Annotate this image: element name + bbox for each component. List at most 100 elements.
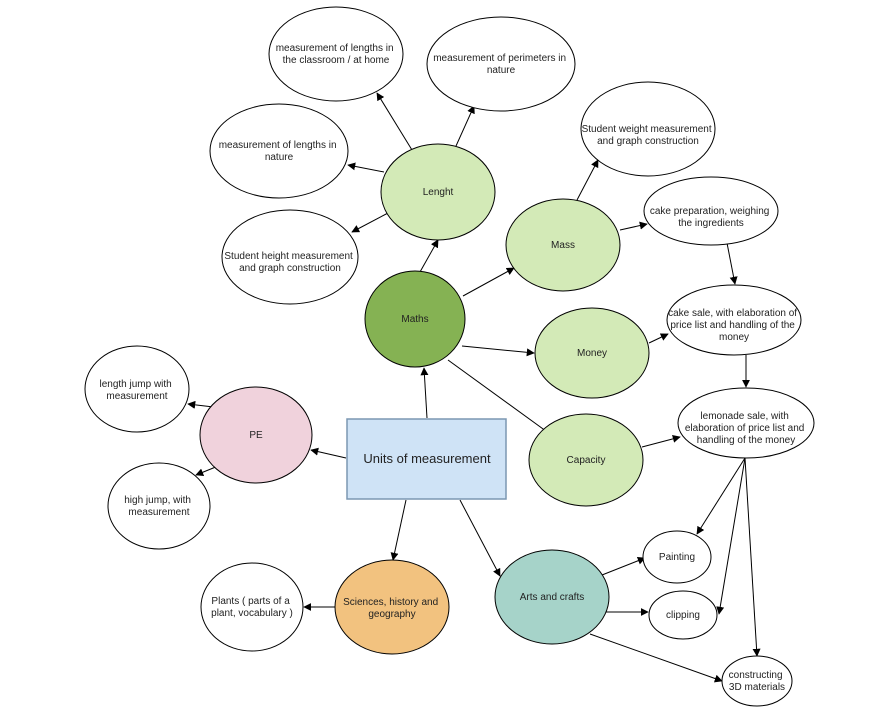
perimeters-line-1: measurement of perimeters in — [433, 53, 566, 64]
edge-mass-cake-prep — [619, 221, 648, 231]
sciences-shape — [334, 559, 450, 655]
perimeters-line-2: nature — [487, 65, 516, 76]
node-len-classroom[interactable]: measurement of lengths in the classroom … — [268, 6, 404, 102]
edge-arts-painting — [601, 556, 646, 576]
node-sciences[interactable]: Sciences, history and geography — [334, 559, 450, 655]
len-nature-line-1: measurement of lengths in — [219, 140, 337, 151]
node-len-nature[interactable]: measurement of lengths in nature — [209, 103, 349, 199]
height-line-2: and graph construction — [239, 263, 341, 274]
constructing-shape — [721, 655, 793, 707]
edge-lemonade-constructing — [744, 457, 761, 657]
perimeters-label: measurement of perimeters in nature — [433, 53, 569, 76]
length-jump-shape — [84, 345, 190, 433]
node-lenght[interactable]: Lenght — [380, 143, 496, 241]
len-nature-label: measurement of lengths in nature — [219, 140, 340, 163]
central-shape — [346, 418, 507, 500]
high-jump-line-1: high jump, with — [124, 495, 191, 506]
cake-prep-line-1: cake preparation, weighing — [650, 206, 770, 217]
edge-central-sciences — [390, 499, 407, 561]
constructing-line-2: 3D materials — [729, 682, 785, 693]
len-classroom-line-2: the classroom / at home — [283, 55, 390, 66]
arts-label: Arts and crafts — [520, 592, 584, 603]
plants-line-1: Plants ( parts of a — [211, 596, 290, 607]
cake-sale-label: cake sale, with elaboration of price lis… — [668, 308, 800, 343]
sciences-label: Sciences, history and geography — [343, 597, 441, 620]
weight-line-2: and graph construction — [597, 136, 699, 147]
edge-maths-lenght — [419, 239, 439, 273]
maths-label: Maths — [401, 314, 428, 325]
node-painting[interactable]: Painting — [642, 530, 712, 584]
edge-maths-money — [461, 345, 535, 357]
length-jump-label: length jump with measurement — [99, 379, 174, 402]
pe-shape — [199, 386, 313, 484]
constructing-label: constructing 3D materials — [729, 670, 786, 693]
node-perimeters[interactable]: measurement of perimeters in nature — [426, 16, 576, 112]
capacity-shape — [528, 413, 644, 507]
edge-central-maths — [420, 367, 429, 419]
edge-money-cake-sale — [648, 333, 669, 344]
edge-maths-capacity — [447, 359, 551, 435]
capacity-label: Capacity — [567, 455, 606, 466]
edge-mass-weight — [576, 159, 599, 201]
money-label: Money — [577, 348, 607, 359]
edge-lenght-height — [351, 212, 389, 233]
edge-lenght-classroom — [376, 92, 413, 151]
plants-label: Plants ( parts of a plant, vocabulary ) — [211, 596, 293, 619]
cake-sale-line-1: cake sale, with elaboration of — [668, 308, 797, 319]
node-money[interactable]: Money — [534, 307, 650, 399]
len-classroom-line-1: measurement of lengths in — [276, 43, 394, 54]
node-weight[interactable]: Student weight measurement and graph con… — [580, 81, 716, 177]
lemonade-label: lemonade sale, with elaboration of price… — [685, 411, 807, 446]
len-nature-shape — [209, 103, 349, 199]
plants-line-2: plant, vocabulary ) — [211, 608, 293, 619]
node-clipping[interactable]: clipping — [648, 590, 718, 640]
height-line-1: Student height measurement — [224, 251, 353, 262]
length-jump-line-1: length jump with — [99, 379, 171, 390]
node-pe[interactable]: PE — [199, 386, 313, 484]
edge-central-arts — [459, 499, 501, 577]
length-jump-line-2: measurement — [106, 391, 167, 402]
node-maths[interactable]: Maths — [364, 270, 466, 368]
node-mass[interactable]: Mass — [505, 198, 621, 292]
node-height[interactable]: Student height measurement and graph con… — [221, 209, 359, 305]
cake-prep-line-2: the ingredients — [678, 218, 744, 229]
height-label: Student height measurement and graph con… — [224, 251, 355, 274]
mass-label: Mass — [551, 240, 575, 251]
mass-shape — [505, 198, 621, 292]
node-length-jump[interactable]: length jump with measurement — [84, 345, 190, 433]
central-label: Units of measurement — [363, 451, 491, 466]
perimeters-shape — [426, 16, 576, 112]
height-shape — [221, 209, 359, 305]
sciences-line-2: geography — [368, 609, 415, 620]
len-classroom-shape — [268, 6, 404, 102]
constructing-line-1: constructing — [729, 670, 783, 681]
painting-shape — [642, 530, 712, 584]
sciences-line-1: Sciences, history and — [343, 597, 438, 608]
node-constructing[interactable]: constructing 3D materials — [721, 655, 793, 707]
edge-maths-mass — [462, 267, 515, 297]
edge-lenght-perimeters — [455, 105, 475, 147]
node-arts[interactable]: Arts and crafts — [494, 549, 610, 645]
edge-capacity-lemonade — [641, 434, 681, 448]
lenght-label: Lenght — [423, 187, 454, 198]
lemonade-line-3: handling of the money — [697, 435, 795, 446]
pe-label: PE — [249, 430, 263, 441]
lemonade-line-1: lemonade sale, with — [700, 411, 788, 422]
cake-prep-shape — [643, 176, 779, 246]
clipping-shape — [648, 590, 718, 640]
weight-label: Student weight measurement and graph con… — [582, 124, 715, 147]
lemonade-shape — [677, 387, 815, 459]
weight-line-1: Student weight measurement — [582, 124, 712, 135]
len-nature-line-2: nature — [265, 152, 294, 163]
node-high-jump[interactable]: high jump, with measurement — [107, 462, 211, 550]
node-lemonade[interactable]: lemonade sale, with elaboration of price… — [677, 387, 815, 459]
high-jump-line-2: measurement — [128, 507, 189, 518]
node-capacity[interactable]: Capacity — [528, 413, 644, 507]
node-cake-sale[interactable]: cake sale, with elaboration of price lis… — [666, 284, 802, 356]
node-central[interactable]: Units of measurement — [346, 418, 507, 500]
node-plants[interactable]: Plants ( parts of a plant, vocabulary ) — [200, 562, 304, 652]
lenght-shape — [380, 143, 496, 241]
edge-cake-prep-cake-sale — [726, 242, 738, 285]
node-cake-prep[interactable]: cake preparation, weighing the ingredien… — [643, 176, 779, 246]
